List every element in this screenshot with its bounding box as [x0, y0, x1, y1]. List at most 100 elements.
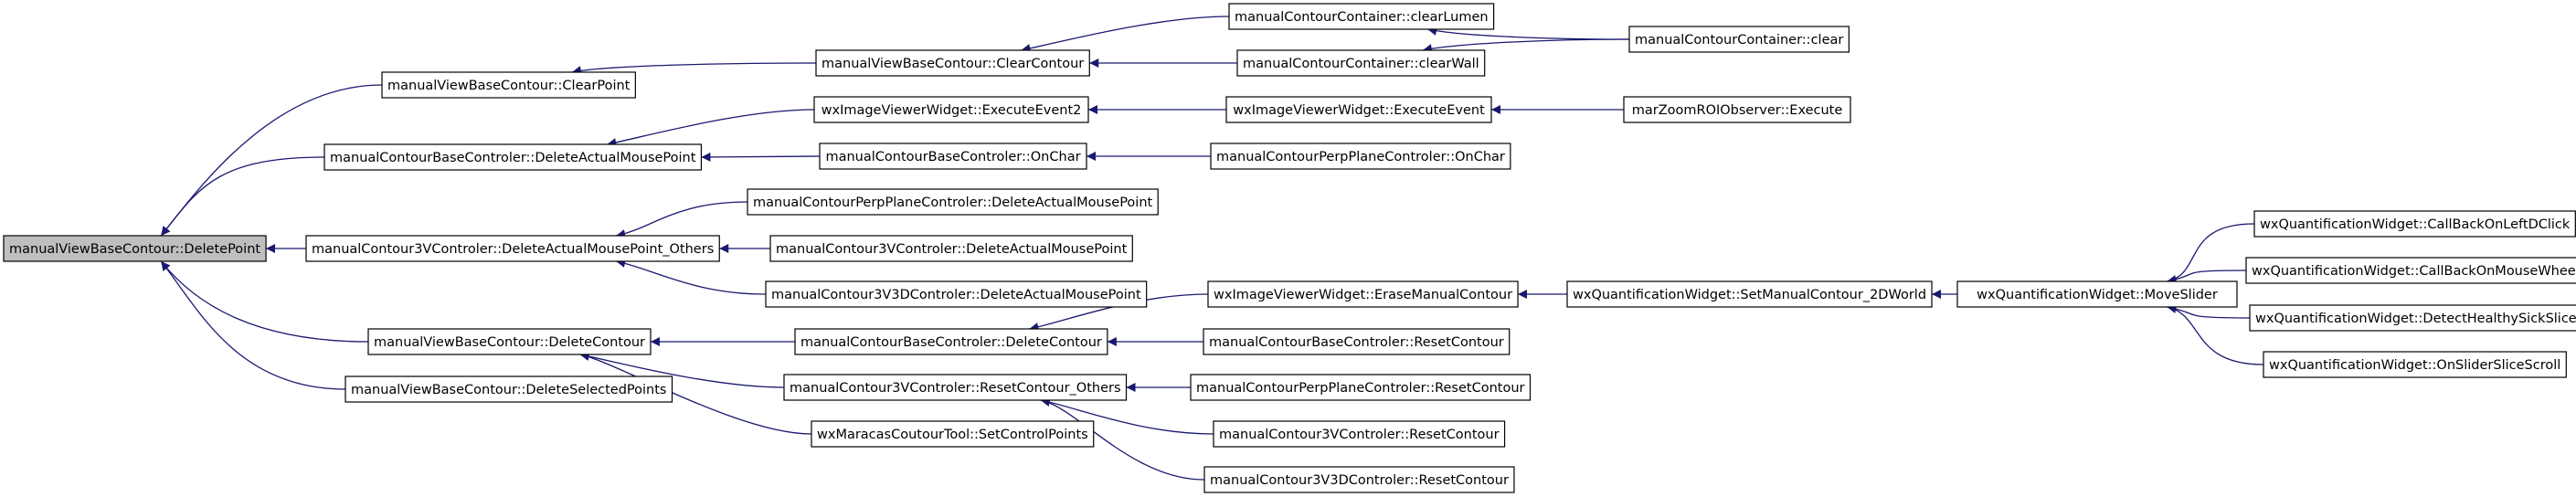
node-label: wxQuantificationWidget::CallBackOnLeftDC…	[2260, 217, 2571, 232]
node-label: manualContour3V3DControler::ResetContour	[1210, 473, 1509, 488]
graph-node-wximageviewerwidget-erasemanualcontour[interactable]: wxImageViewerWidget::EraseManualContour	[1207, 280, 1519, 308]
graph-node-wxquantificationwidget-moveslider[interactable]: wxQuantificationWidget::MoveSlider	[1956, 280, 2238, 308]
edge-n15-to-n3	[616, 201, 748, 238]
edge-n29-to-n27	[1040, 397, 1214, 435]
node-label: manualViewBaseContour::ClearContour	[822, 57, 1084, 71]
node-label: marZoomROIObserver::Execute	[1632, 103, 1843, 118]
node-box	[1190, 374, 1532, 401]
graph-node-wxquantificationwidget-onsliderslicescroll[interactable]: wxQuantificationWidget::OnSliderSliceScr…	[2263, 351, 2567, 378]
graph-node-manualcontourbasecontroler-onchar[interactable]: manualContourBaseControler::OnChar	[819, 143, 1087, 170]
edge-n31-to-n4	[579, 352, 812, 435]
graph-node-manualcontourbasecontroler-deletecontour[interactable]: manualContourBaseControler::DeleteContou…	[794, 328, 1108, 355]
edge-n6-to-n1	[571, 62, 817, 75]
edge-n30-to-n27	[1040, 397, 1205, 481]
node-box	[345, 375, 673, 403]
edge-n18-to-n25	[1029, 293, 1209, 332]
node-label: manualContour3VControler::ResetContour	[1219, 428, 1500, 442]
graph-node-wxquantificationwidget-callbackonmousewheel[interactable]: wxQuantificationWidget::CallBackOnMouseW…	[2245, 257, 2576, 284]
edge-n9-to-n8	[1422, 38, 1630, 53]
node-box	[747, 188, 1159, 216]
node-label: manualContourContainer::clearLumen	[1235, 10, 1489, 25]
graph-node-manualcontour3vcontroler-deleteactualmousepoint-others[interactable]: manualContour3VControler::DeleteActualMo…	[305, 235, 720, 262]
node-label: manualContourPerpPlaneControler::DeleteA…	[753, 196, 1153, 210]
edge-n4-to-n0	[160, 260, 369, 343]
node-label: wxQuantificationWidget::DetectHealthySic…	[2255, 312, 2576, 326]
node-box	[323, 143, 703, 171]
node-box	[381, 71, 636, 99]
node-label: wxQuantificationWidget::MoveSlider	[1977, 288, 2218, 302]
node-label: manualContourContainer::clearWall	[1243, 57, 1479, 71]
graph-node-manualcontourcontainer-clearlumen[interactable]: manualContourContainer::clearLumen	[1228, 3, 1495, 30]
edge-n23-to-n20	[2167, 304, 2251, 319]
edge-n22-to-n20	[2167, 270, 2247, 284]
node-label: manualContourBaseControler::ResetContour	[1209, 335, 1504, 350]
node-box	[2263, 351, 2567, 378]
graph-node-manualviewbasecontour-clearpoint[interactable]: manualViewBaseContour::ClearPoint	[381, 71, 636, 99]
graph-node-manualcontour3vcontroler-resetcontour-others[interactable]: manualContour3VControler::ResetContour_O…	[783, 374, 1128, 401]
node-box	[2253, 210, 2576, 238]
graph-node-wxquantificationwidget-detecthealthysickslice[interactable]: wxQuantificationWidget::DetectHealthySic…	[2249, 304, 2576, 332]
nodes-layer: manualViewBaseContour::DeletePointmanual…	[3, 3, 2576, 493]
node-box	[305, 235, 720, 262]
edge-n24-to-n20	[2167, 304, 2264, 365]
node-box	[2249, 304, 2576, 332]
graph-node-manualcontourbasecontroler-deleteactualmousepoint[interactable]: manualContourBaseControler::DeleteActual…	[323, 143, 703, 171]
node-label: manualViewBaseContour::ClearPoint	[387, 79, 631, 93]
edge-n5-to-n0	[160, 260, 346, 390]
graph-node-wxquantificationwidget-setmanualcontour-2dworld[interactable]: wxQuantificationWidget::SetManualContour…	[1566, 280, 1933, 308]
graph-node-manualcontour3v3dcontroler-resetcontour[interactable]: manualContour3V3DControler::ResetContour	[1203, 466, 1515, 493]
node-box	[794, 328, 1108, 355]
node-box	[1210, 143, 1511, 170]
graph-node-wximageviewerwidget-executeevent[interactable]: wxImageViewerWidget::ExecuteEvent	[1225, 96, 1492, 123]
graph-node-manualcontourperpplanecontroler-deleteactualmousepoint[interactable]: manualContourPerpPlaneControler::DeleteA…	[747, 188, 1159, 216]
graph-node-manualviewbasecontour-deleteselectedpoints[interactable]: manualViewBaseContour::DeleteSelectedPoi…	[345, 375, 673, 403]
graph-node-manualviewbasecontour-deletepoint[interactable]: manualViewBaseContour::DeletePoint	[3, 235, 267, 262]
node-label: manualContour3VControler::DeleteActualMo…	[776, 242, 1128, 257]
graph-node-manualcontourcontainer-clearwall[interactable]: manualContourContainer::clearWall	[1236, 49, 1486, 77]
graph-node-manualcontourbasecontroler-resetcontour[interactable]: manualContourBaseControler::ResetContour	[1203, 328, 1511, 355]
node-box	[1628, 26, 1850, 53]
node-label: manualContour3V3DControler::DeleteActual…	[771, 288, 1141, 302]
node-box	[1566, 280, 1933, 308]
graph-node-manualcontourcontainer-clear[interactable]: manualContourContainer::clear	[1628, 26, 1850, 53]
edge-n10-to-n2	[607, 109, 815, 147]
edge-n17-to-n3	[616, 259, 767, 295]
node-box	[1956, 280, 2238, 308]
node-label: manualContourBaseControler::DeleteContou…	[800, 335, 1102, 350]
graph-node-manualcontour3vcontroler-resetcontour[interactable]: manualContour3VControler::ResetContour	[1213, 420, 1506, 448]
node-label: manualContourBaseControler::OnChar	[825, 150, 1080, 164]
graph-node-manualviewbasecontour-clearcontour[interactable]: manualViewBaseContour::ClearContour	[815, 49, 1090, 77]
edge-n2-to-n0	[160, 156, 325, 237]
graph-node-manualcontour3v3dcontroler-deleteactualmousepoint[interactable]: manualContour3V3DControler::DeleteActual…	[765, 280, 1148, 308]
graph-node-wxmaracascoutourtool-setcontrolpoints[interactable]: wxMaracasCoutourTool::SetControlPoints	[811, 420, 1095, 448]
graph-node-manualcontourperpplanecontroler-resetcontour[interactable]: manualContourPerpPlaneControler::ResetCo…	[1190, 374, 1532, 401]
edges-layer	[160, 16, 2264, 481]
edge-n7-to-n6	[1021, 16, 1230, 53]
node-box	[813, 96, 1089, 123]
node-label: manualContour3VControler::DeleteActualMo…	[312, 242, 714, 257]
graph-node-manualcontourperpplanecontroler-onchar[interactable]: manualContourPerpPlaneControler::OnChar	[1210, 143, 1511, 170]
node-box	[1203, 328, 1511, 355]
node-box	[1203, 466, 1515, 493]
node-label: manualContourContainer::clear	[1635, 33, 1843, 48]
node-box	[1623, 96, 1851, 123]
node-box	[783, 374, 1128, 401]
node-label: wxImageViewerWidget::ExecuteEvent	[1233, 103, 1485, 118]
node-label: manualViewBaseContour::DeletePoint	[9, 242, 260, 257]
node-label: manualViewBaseContour::DeleteContour	[374, 335, 645, 350]
node-label: manualContourPerpPlaneControler::OnChar	[1216, 150, 1505, 164]
edge-n13-to-n2	[701, 152, 821, 162]
graph-node-wximageviewerwidget-executeevent2[interactable]: wxImageViewerWidget::ExecuteEvent2	[813, 96, 1089, 123]
graph-node-manualcontour3vcontroler-deleteactualmousepoint[interactable]: manualContour3VControler::DeleteActualMo…	[769, 235, 1133, 262]
node-label: wxQuantificationWidget::SetManualContour…	[1573, 288, 1926, 302]
node-box	[769, 235, 1133, 262]
graph-node-manualviewbasecontour-deletecontour[interactable]: manualViewBaseContour::DeleteContour	[367, 328, 652, 355]
graph-node-marzoomroiobserver-execute[interactable]: marZoomROIObserver::Execute	[1623, 96, 1851, 123]
node-box	[765, 280, 1148, 308]
node-box	[1213, 420, 1506, 448]
edge-n21-to-n20	[2167, 223, 2255, 284]
graph-node-wxquantificationwidget-callbackonleftdclick[interactable]: wxQuantificationWidget::CallBackOnLeftDC…	[2253, 210, 2576, 238]
node-box	[1228, 3, 1495, 30]
node-box	[819, 143, 1087, 170]
